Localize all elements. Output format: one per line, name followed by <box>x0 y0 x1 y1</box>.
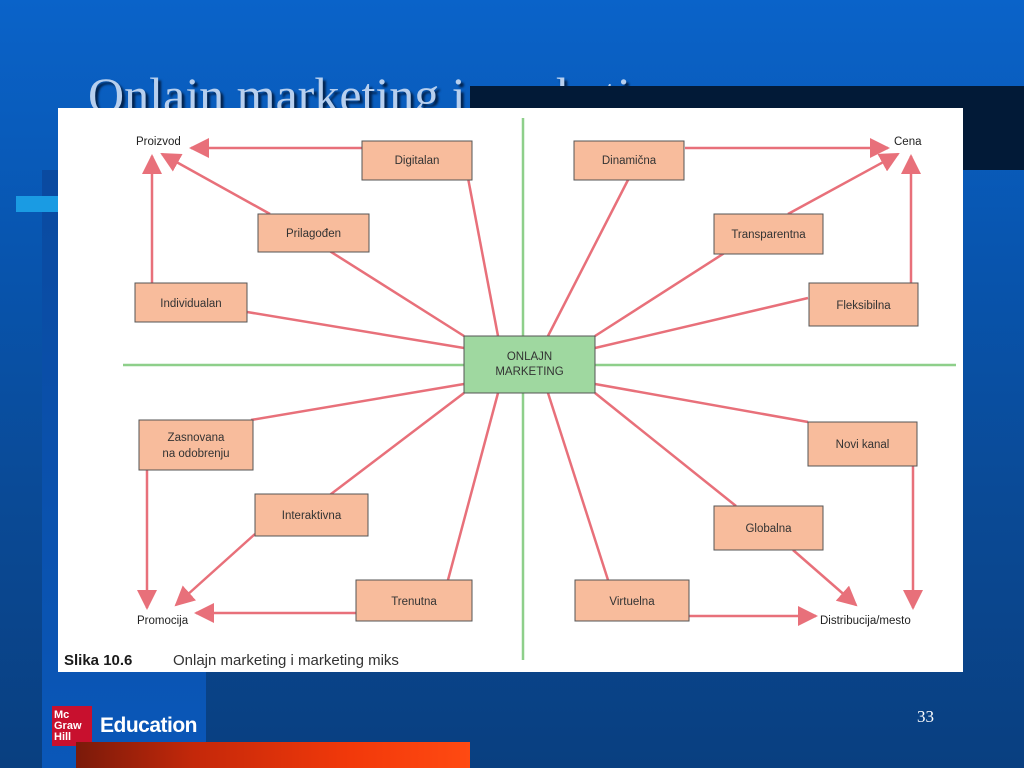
arrow-interaktivna-promocija <box>174 533 256 607</box>
radial-lines <box>246 177 809 581</box>
line-fleksibilna <box>594 296 809 350</box>
center-label-line-1: ONLAJN <box>507 351 552 363</box>
node-transparentna: Transparentna <box>713 213 824 255</box>
node-digitalan: Digitalan <box>361 140 473 181</box>
line-interaktivna <box>309 392 465 511</box>
node-individualan: Individualan <box>134 282 248 323</box>
node-label-line-2: na odobrenju <box>162 448 229 460</box>
arrow-lines <box>137 138 923 626</box>
node-globalna: Globalna <box>713 505 824 551</box>
diagram-svg: ONLAJN MARKETING Digitalan Prilagođen In… <box>64 118 956 669</box>
node-zasnovana: Zasnovana na odobrenju <box>138 419 254 471</box>
figure-caption-label: Slika 10.6 <box>64 652 132 669</box>
node-label: Dinamična <box>602 155 657 167</box>
line-dinamicna <box>546 177 631 337</box>
node-label: Trenutna <box>391 596 437 608</box>
line-individualan <box>246 310 465 350</box>
node-label: Prilagođen <box>286 228 341 240</box>
line-zasnovana <box>250 382 465 422</box>
node-label: Globalna <box>745 523 792 535</box>
node-label: Individualan <box>160 298 221 310</box>
endpoint-cena: Cena <box>894 136 922 148</box>
logo-mark-line-1: Mc <box>54 708 70 721</box>
node-label: Novi kanal <box>836 439 890 451</box>
line-transparentna <box>594 250 727 338</box>
node-novi-kanal: Novi kanal <box>807 421 918 467</box>
dark-decor-strip <box>470 86 1024 108</box>
arrow-globalna-distribucija <box>792 549 858 607</box>
node-prilagodjen: Prilagođen <box>257 213 370 253</box>
center-label-line-2: MARKETING <box>495 366 563 378</box>
logo-mark: Mc Graw Hill <box>52 706 92 746</box>
line-virtuelna <box>546 392 610 581</box>
accent-decor-bar <box>16 196 60 212</box>
logo-mark-line-3: Hill <box>54 730 72 743</box>
line-digitalan <box>466 177 500 337</box>
endpoint-proizvod: Proizvod <box>136 136 181 148</box>
node-label-line-1: Zasnovana <box>168 432 226 444</box>
node-dinamicna: Dinamična <box>573 140 685 181</box>
node-fleksibilna: Fleksibilna <box>808 282 919 327</box>
center-node: ONLAJN MARKETING <box>463 335 596 394</box>
node-label: Fleksibilna <box>836 300 891 312</box>
logo-mark-line-2: Graw <box>54 719 82 732</box>
figure-caption-text: Onlajn marketing i marketing miks <box>173 652 399 669</box>
endpoint-distribucija: Distribucija/mesto <box>820 615 911 627</box>
page-number: 33 <box>917 707 934 726</box>
line-globalna <box>594 392 737 507</box>
node-label: Interaktivna <box>282 510 342 522</box>
line-trenutna <box>446 392 500 581</box>
node-label: Virtuelna <box>609 596 655 608</box>
red-decor-bar <box>76 742 470 768</box>
node-interaktivna: Interaktivna <box>254 493 369 537</box>
arrow-transparentna-cena <box>787 152 900 216</box>
node-virtuelna: Virtuelna <box>574 579 690 622</box>
dark-decor-block <box>960 86 1024 170</box>
line-novi-kanal <box>594 382 809 424</box>
node-label: Transparentna <box>731 229 806 241</box>
node-label: Digitalan <box>395 155 440 167</box>
marketing-mix-figure: ONLAJN MARKETING Digitalan Prilagođen In… <box>58 108 963 672</box>
arrow-prilagodjen-proizvod <box>160 152 271 216</box>
logo-word: Education <box>100 714 198 737</box>
endpoint-promocija: Promocija <box>137 615 189 627</box>
line-prilagodjen <box>327 248 465 338</box>
mcgraw-hill-education-logo: Mc Graw Hill Education <box>52 706 198 746</box>
node-trenutna: Trenutna <box>355 579 473 622</box>
